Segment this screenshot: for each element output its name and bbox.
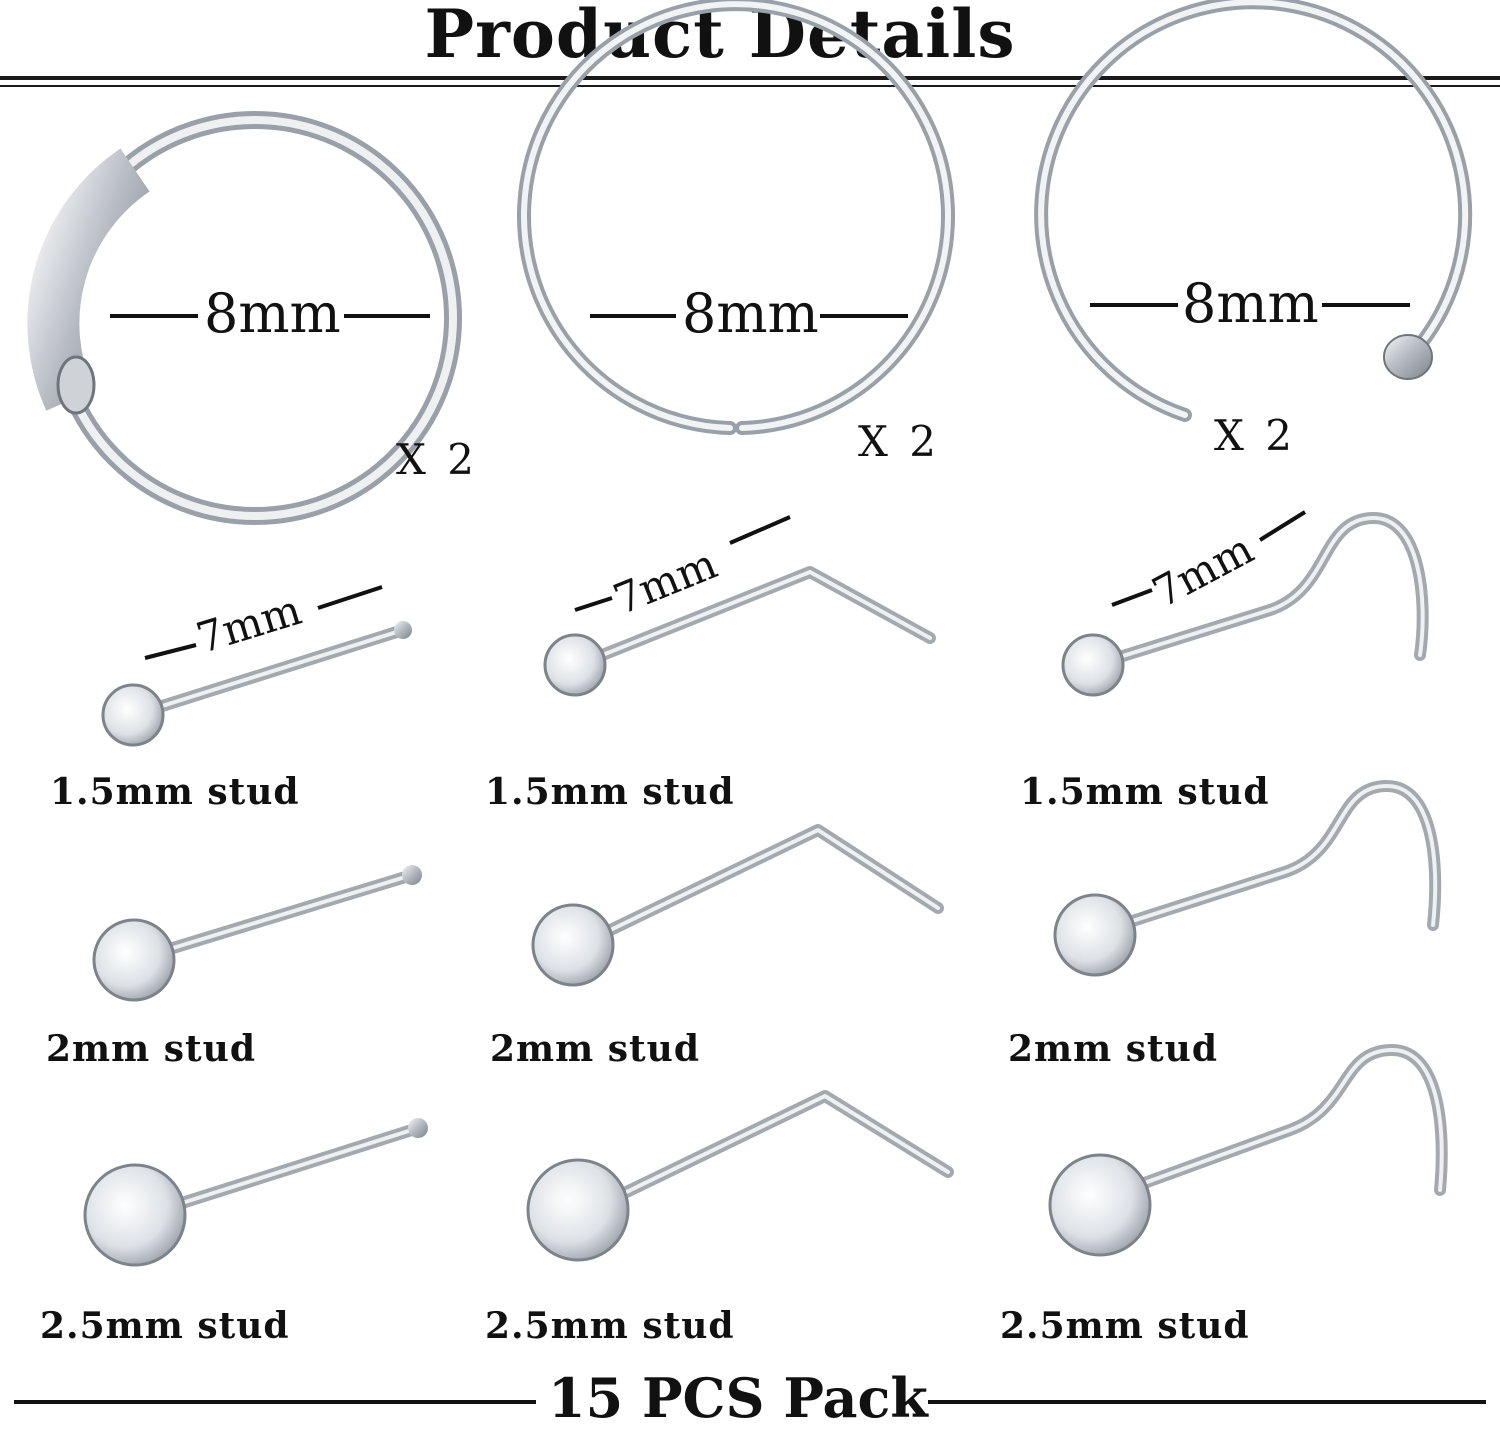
hoop-quantity: X 2 (396, 435, 478, 484)
stud-size-label: 2.5mm stud (1000, 1305, 1250, 1347)
stud-size-label: 2mm stud (1008, 1028, 1219, 1070)
stud-size-label: 1.5mm stud (1020, 771, 1270, 813)
stud-size-label: 1.5mm stud (50, 771, 300, 813)
header-rule-thin (0, 85, 1500, 87)
segment-hoop (27, 111, 462, 525)
stud-size-label: 1.5mm stud (485, 771, 735, 813)
footer-rule-left (14, 1400, 536, 1404)
stud-size-label: 2mm stud (46, 1028, 257, 1070)
footer-rule-right (928, 1400, 1486, 1404)
stud-size-label: 2mm stud (490, 1028, 701, 1070)
l-shape-studs (526, 566, 954, 1262)
stud-size-label: 2.5mm stud (485, 1305, 735, 1347)
hoop-dimension-lines (110, 303, 1410, 318)
ball-end-hoop (1034, 0, 1473, 422)
open-hoop (517, 0, 955, 435)
pack-count: 15 PCS Pack (548, 1366, 928, 1430)
hoop-quantity: X 2 (858, 417, 940, 466)
hoop-size-label: 8mm (204, 282, 341, 345)
hoop-size-label: 8mm (682, 282, 819, 345)
stud-size-label: 2.5mm stud (40, 1305, 290, 1347)
screw-studs (1048, 511, 1448, 1257)
straight-studs (83, 621, 428, 1267)
page-title: Product Details (424, 0, 1016, 73)
stud-dimension-lines (144, 510, 1307, 660)
hoop-size-label: 8mm (1182, 272, 1319, 335)
header-rule (0, 76, 1500, 80)
hoop-quantity: X 2 (1214, 411, 1296, 460)
